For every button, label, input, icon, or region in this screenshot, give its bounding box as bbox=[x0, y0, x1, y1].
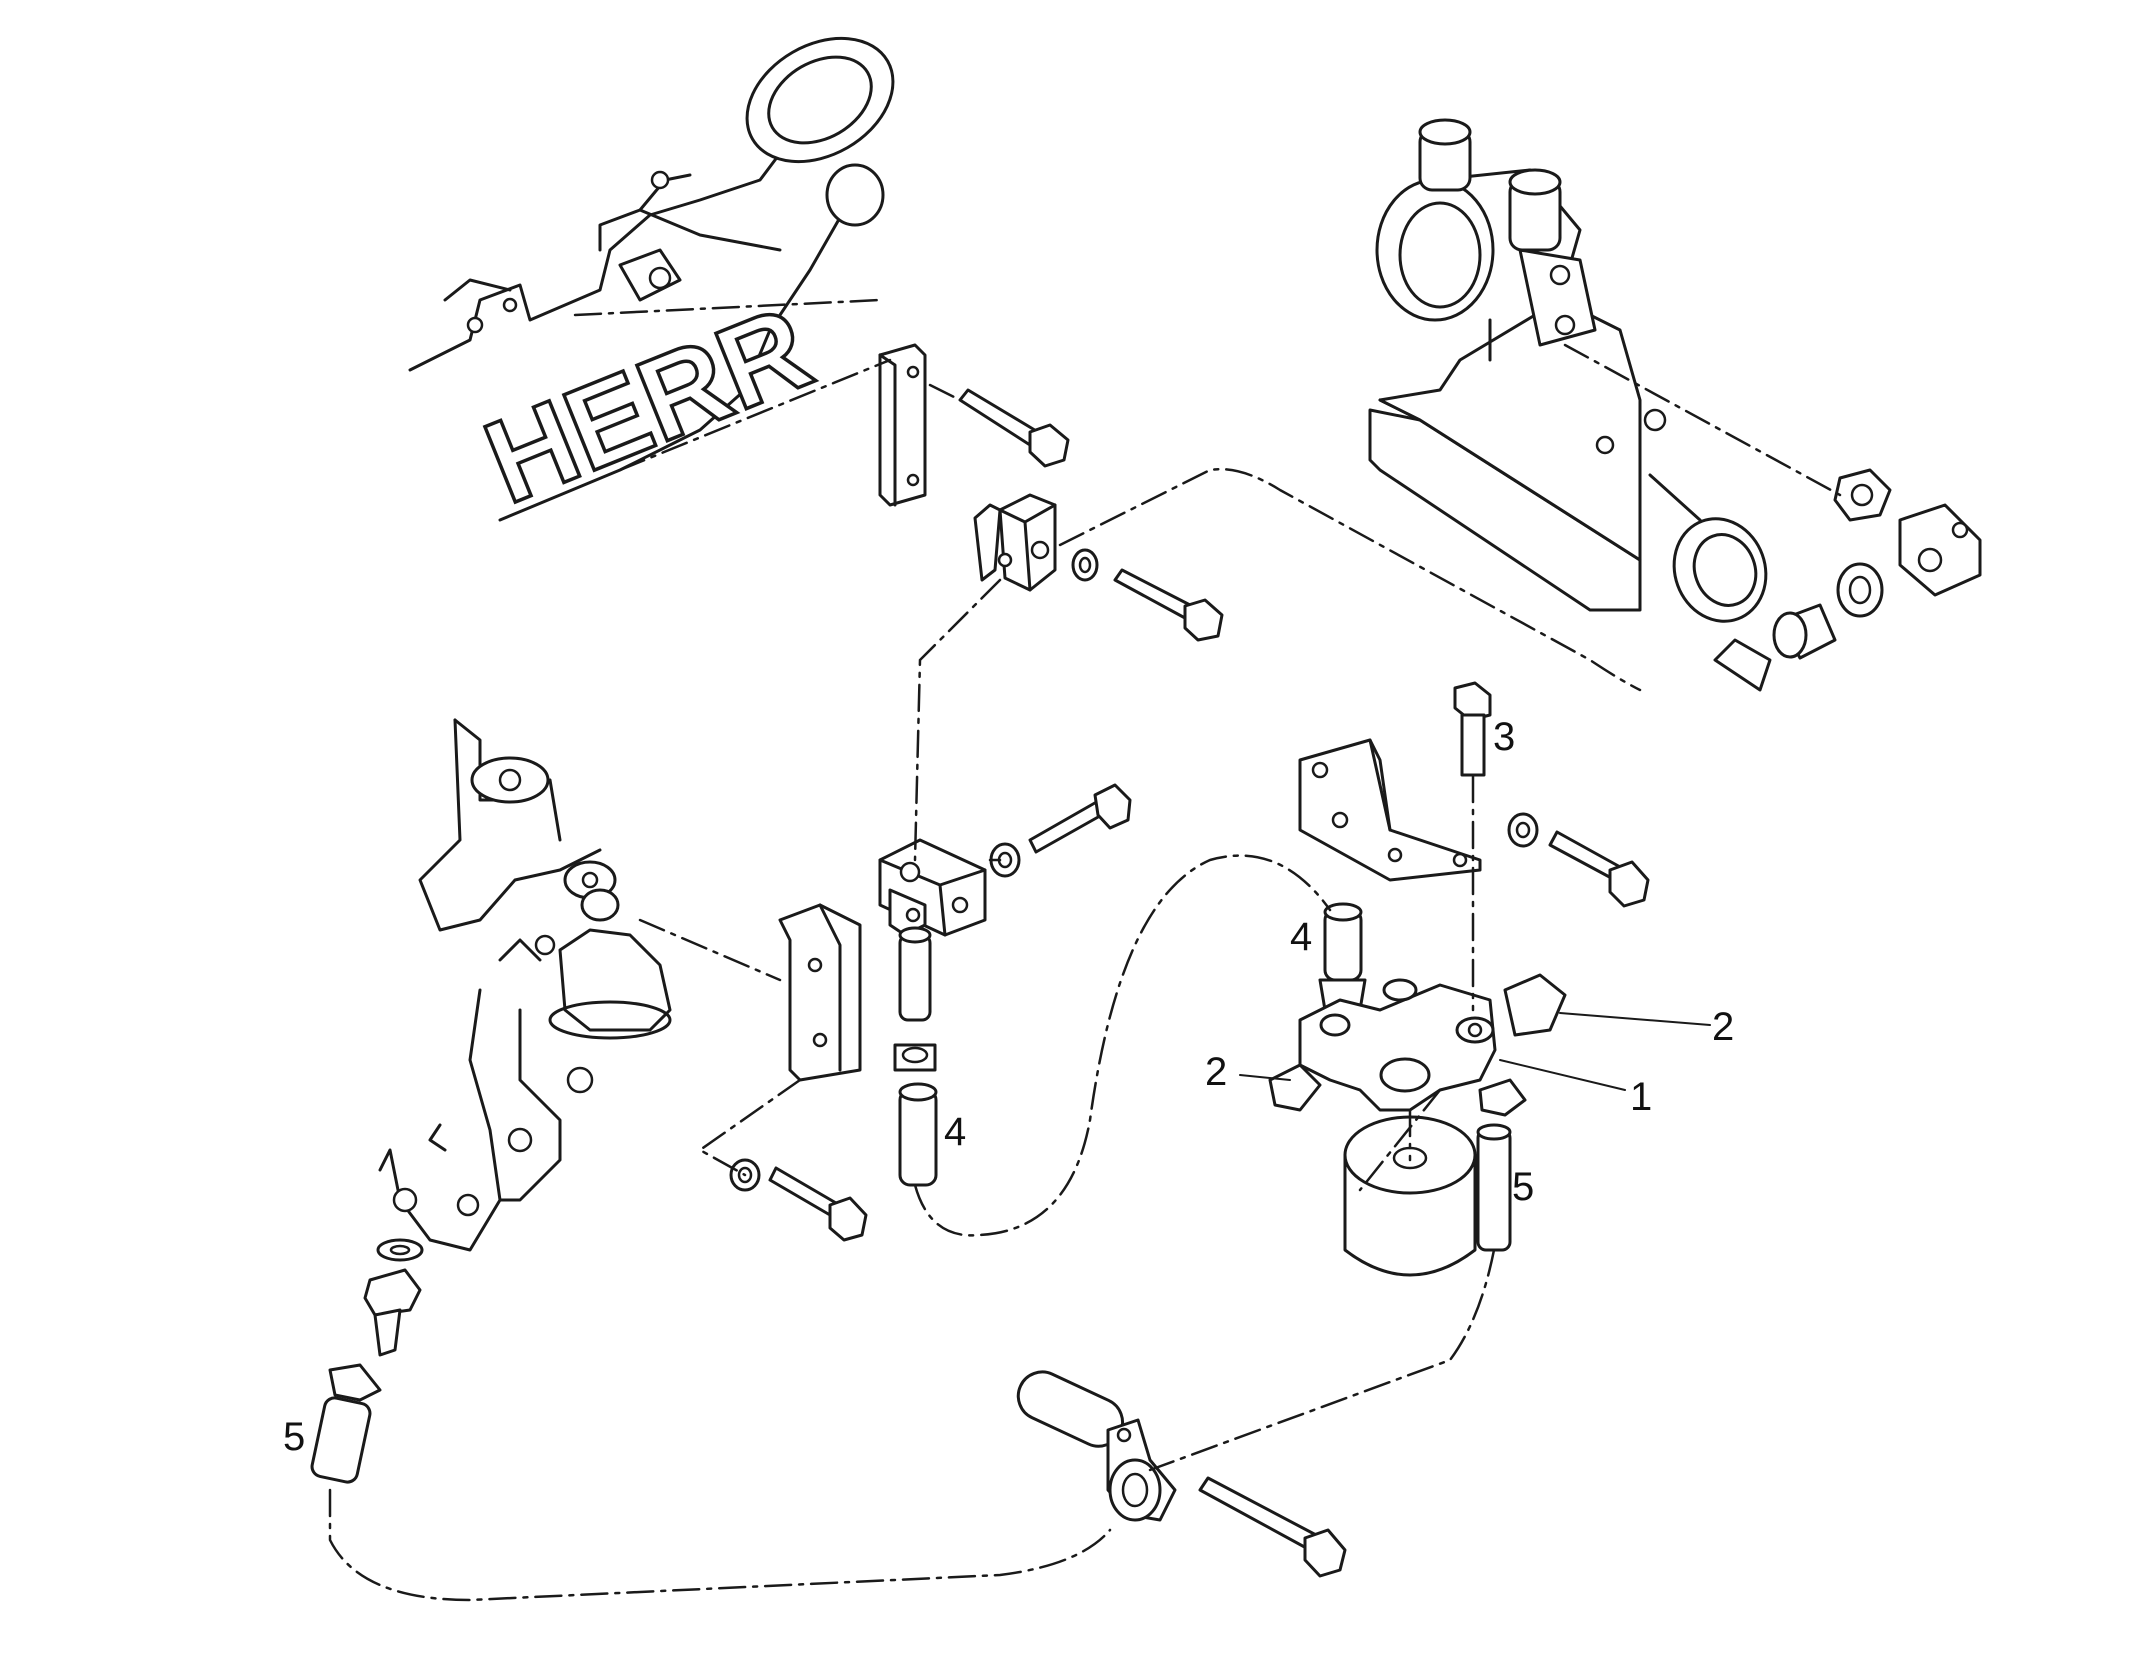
filter-valve-right bbox=[1503, 973, 1567, 1037]
hose-4-lower bbox=[898, 1088, 938, 1187]
lower-left-bolt bbox=[729, 1158, 868, 1242]
upper-bracket bbox=[878, 343, 927, 507]
filter-head-1 bbox=[1298, 978, 1497, 1112]
left-hose-stub bbox=[310, 1396, 372, 1484]
engine-block-left bbox=[378, 718, 672, 1252]
lower-clamp-bolt bbox=[1198, 1476, 1320, 1552]
pipe-nut bbox=[1713, 638, 1772, 692]
filter-hose-clip-lower bbox=[1478, 1078, 1527, 1117]
middle-bracket bbox=[778, 903, 862, 1082]
callout-4-left: 4 bbox=[944, 1110, 966, 1154]
lower-p-clamp bbox=[1106, 1418, 1177, 1522]
callout-1: 1 bbox=[1630, 1075, 1652, 1119]
bolt-3 bbox=[1453, 681, 1492, 777]
bolt-3-shank bbox=[1460, 713, 1486, 777]
middle-clip-block bbox=[878, 783, 1132, 1072]
connector-block-right bbox=[1898, 503, 1982, 597]
filter-valve-left bbox=[1268, 1063, 1322, 1112]
filter-cartridge bbox=[1343, 1115, 1477, 1277]
hose-5-right bbox=[1476, 1128, 1512, 1252]
manifold-boss bbox=[825, 163, 885, 227]
upper-bolt bbox=[958, 388, 1070, 468]
upper-clip-bolt bbox=[1113, 568, 1194, 620]
housing-inlet-spigot bbox=[1672, 517, 1768, 623]
assembly-lines bbox=[328, 298, 1842, 1602]
filter-bracket bbox=[1298, 738, 1482, 882]
engine-filter-housing bbox=[558, 928, 672, 1032]
manifold-flange bbox=[745, 36, 895, 164]
manifold-logo-text: HERR bbox=[468, 281, 827, 529]
callout-3: 3 bbox=[1493, 715, 1515, 759]
housing-fittings bbox=[1713, 468, 1982, 692]
callout-5-right: 5 bbox=[1512, 1165, 1534, 1209]
left-banjo-fitting bbox=[363, 1268, 422, 1317]
thermostat-housing bbox=[1368, 118, 1768, 623]
housing-outlet-flange bbox=[1375, 178, 1495, 322]
callout-5-left: 5 bbox=[283, 1415, 305, 1459]
callout-labels: 1 2 2 3 4 4 5 5 bbox=[283, 715, 1734, 1459]
left-fittings bbox=[310, 1238, 424, 1484]
leader-lines bbox=[1239, 1012, 1711, 1091]
callout-2-right: 2 bbox=[1712, 1005, 1734, 1049]
upper-clip-block bbox=[973, 493, 1224, 642]
callout-4-right: 4 bbox=[1290, 915, 1312, 959]
callout-2-left: 2 bbox=[1205, 1050, 1227, 1094]
middle-hose-spigot bbox=[898, 933, 932, 1022]
left-hose-clip bbox=[328, 1363, 382, 1402]
